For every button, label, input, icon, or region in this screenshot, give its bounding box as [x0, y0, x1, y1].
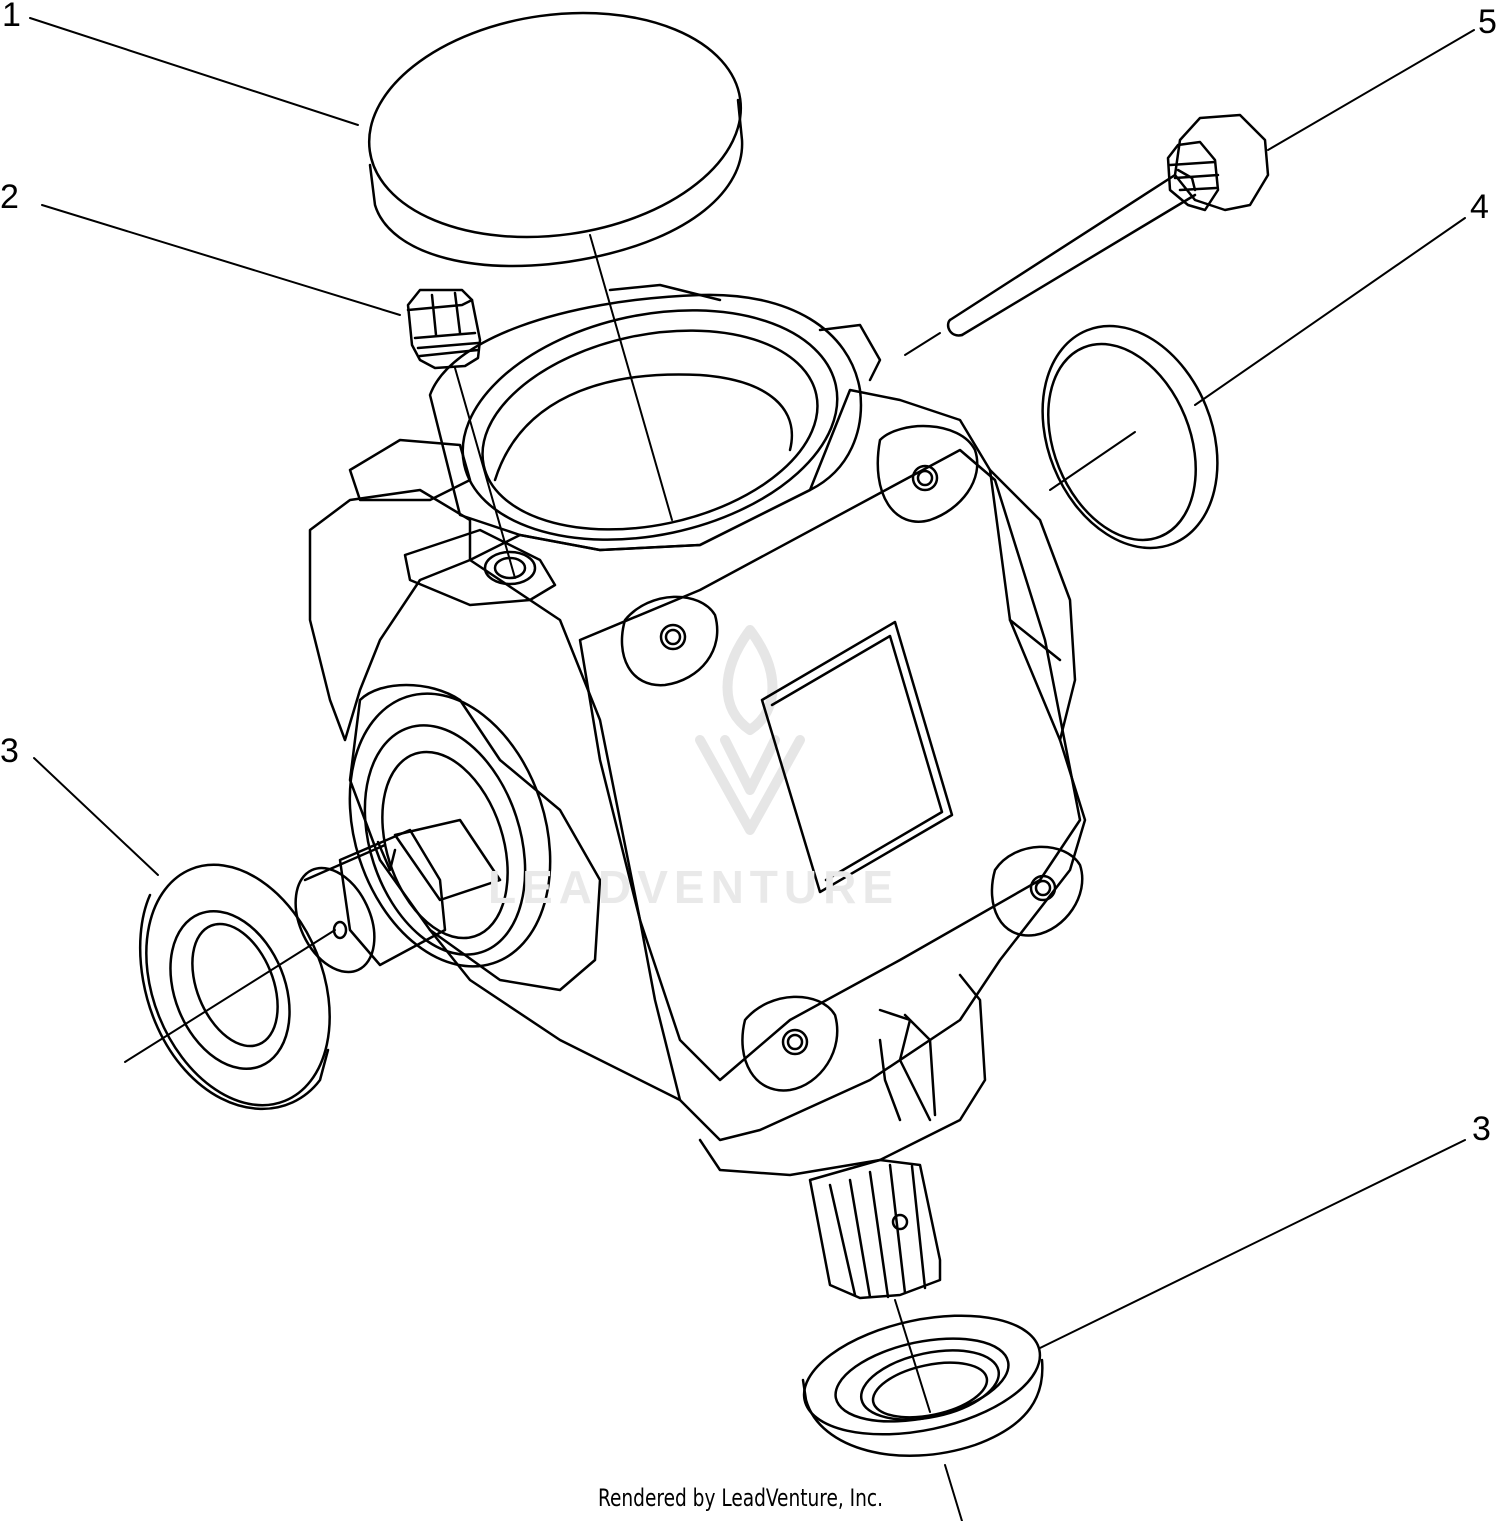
part-3-left-seal — [138, 863, 331, 1110]
part-2-plug — [406, 288, 482, 370]
part-1-cap — [367, 11, 744, 268]
callout-3-left: 3 — [0, 732, 19, 770]
callout-3-bottom: 3 — [1472, 1110, 1491, 1148]
watermark-text: LEADVENTURE — [488, 861, 900, 913]
leader-lines — [29, 17, 1475, 1521]
callout-4: 4 — [1470, 188, 1489, 226]
credit-text: Rendered by LeadVenture, Inc. — [598, 1484, 884, 1512]
callout-1: 1 — [2, 0, 21, 34]
callout-5: 5 — [1478, 3, 1497, 41]
gearbox-housing — [308, 283, 1087, 1177]
input-shaft — [294, 818, 502, 974]
part-5-dipstick — [946, 113, 1270, 337]
leadventure-logo-icon — [695, 625, 805, 835]
part-4-seal-ring — [1041, 324, 1219, 550]
output-shaft — [808, 1158, 942, 1300]
callout-2: 2 — [0, 178, 19, 216]
part-3-bottom-seal — [801, 1314, 1044, 1457]
